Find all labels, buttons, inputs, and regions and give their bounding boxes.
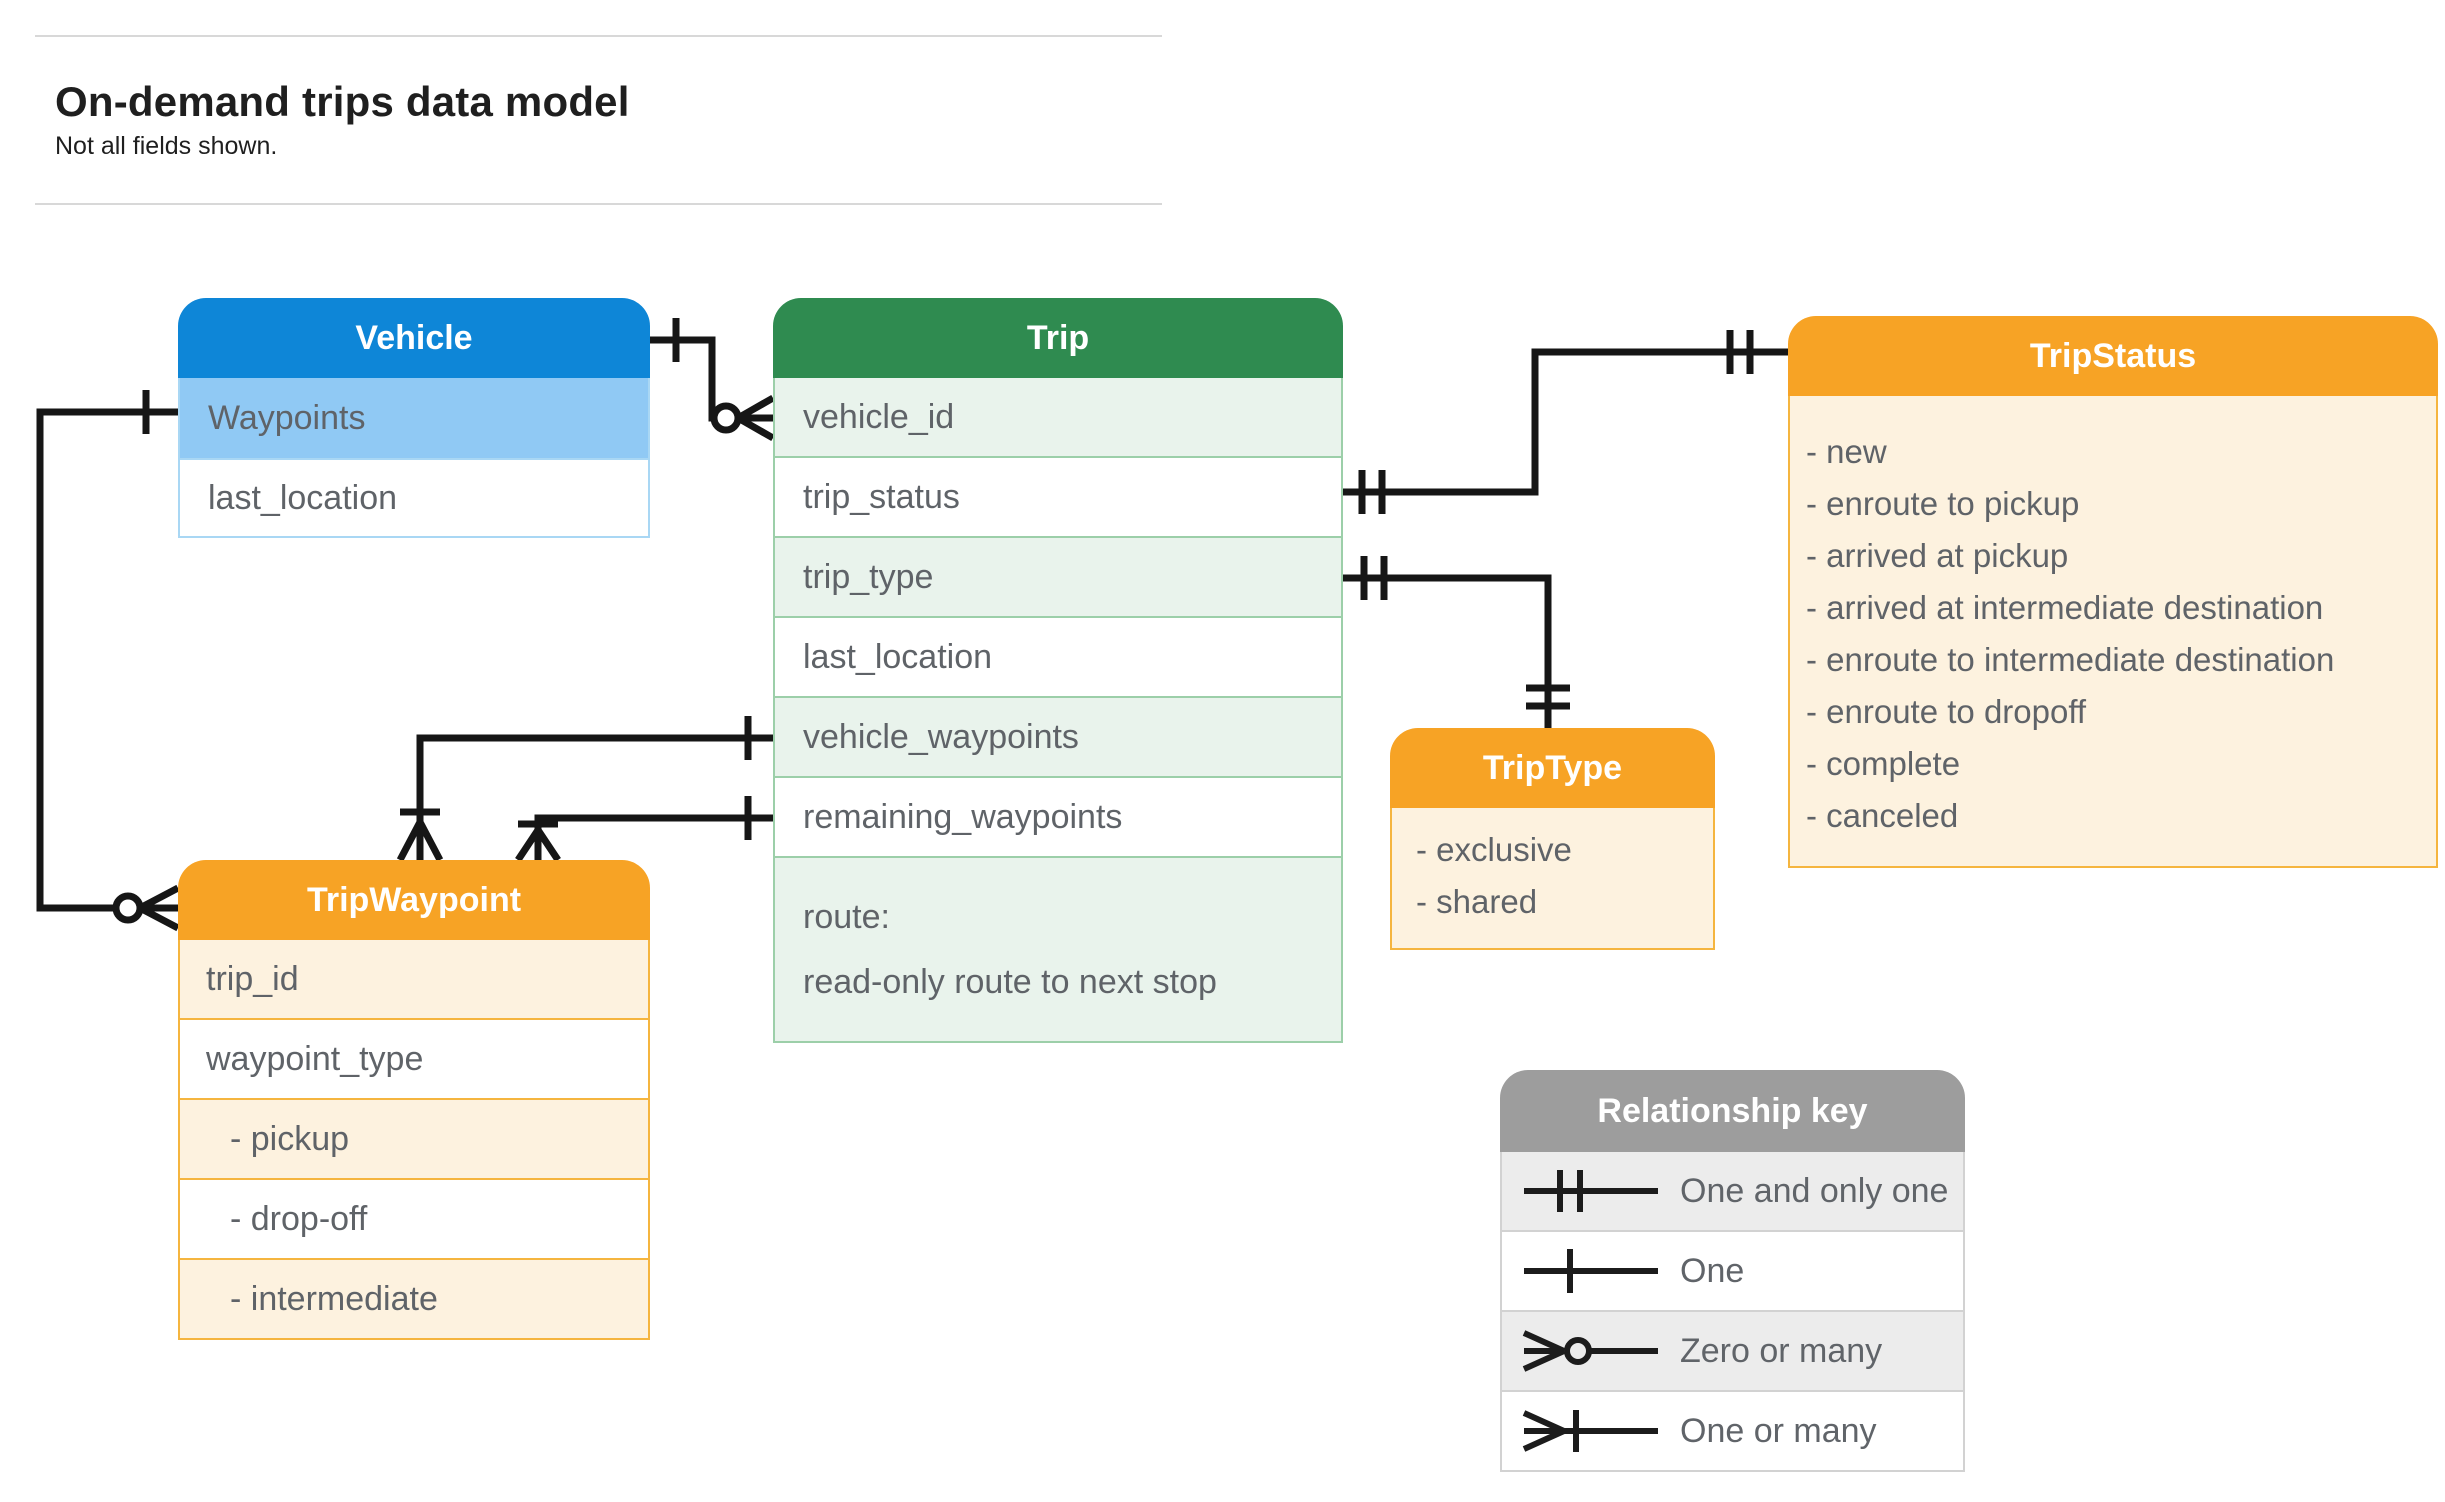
bottom-divider bbox=[35, 203, 1162, 205]
entity-trip-header: Trip bbox=[773, 298, 1343, 378]
entity-tripwaypoint-body: trip_id waypoint_type - pickup - drop-of… bbox=[178, 940, 650, 1340]
field-trip-status: trip_status bbox=[775, 456, 1341, 536]
legend-row-one-or-many: One or many bbox=[1502, 1390, 1963, 1470]
entity-tripstatus: TripStatus - new - enroute to pickup - a… bbox=[1788, 316, 2438, 868]
enum-value-intermediate: - intermediate bbox=[180, 1258, 648, 1338]
one-icon bbox=[1524, 1249, 1658, 1293]
entity-tripwaypoint-header: TripWaypoint bbox=[178, 860, 650, 940]
field-remaining-waypoints: remaining_waypoints bbox=[775, 776, 1341, 856]
enum-value: - new bbox=[1806, 433, 1887, 470]
page-title: On-demand trips data model bbox=[55, 78, 630, 125]
legend-row-one: One bbox=[1502, 1230, 1963, 1310]
enum-value: - arrived at pickup bbox=[1806, 537, 2069, 574]
one-and-only-one-tick-icon bbox=[1526, 684, 1570, 710]
connector-trip-vehicle-waypoints bbox=[396, 716, 773, 862]
legend-label: One and only one bbox=[1680, 1171, 1949, 1210]
entity-triptype-header: TripType bbox=[1390, 728, 1715, 808]
connector-vehicle-trip bbox=[650, 318, 775, 442]
entity-tripwaypoint: TripWaypoint trip_id waypoint_type - pic… bbox=[178, 860, 650, 1340]
enum-value-dropoff: - drop-off bbox=[180, 1178, 648, 1258]
legend-row-one-and-only-one: One and only one bbox=[1502, 1152, 1963, 1230]
field-route: route: read-only route to next stop bbox=[775, 856, 1341, 1041]
entity-title: TripWaypoint bbox=[306, 880, 522, 919]
crow-foot-icon bbox=[396, 820, 444, 862]
legend-row-zero-or-many: Zero or many bbox=[1502, 1310, 1963, 1390]
one-or-many-icon bbox=[1522, 1410, 1658, 1452]
crow-foot-icon bbox=[515, 828, 561, 862]
entity-trip-body: vehicle_id trip_status trip_type last_lo… bbox=[773, 378, 1343, 1043]
relationship-key-header: Relationship key bbox=[1500, 1070, 1965, 1152]
enum-value: - exclusive bbox=[1416, 831, 1572, 868]
enum-value: - enroute to intermediate destination bbox=[1806, 641, 2335, 678]
entity-triptype: TripType - exclusive - shared bbox=[1390, 728, 1715, 950]
enum-value: - complete bbox=[1806, 745, 1961, 782]
legend-label: One or many bbox=[1680, 1411, 1877, 1450]
connector-vehicle-tripwaypoint bbox=[36, 390, 180, 932]
relationship-key-body: One and only one One Zero or many bbox=[1500, 1152, 1965, 1472]
enum-value: - canceled bbox=[1806, 797, 1959, 834]
field-waypoints: Waypoints bbox=[180, 378, 648, 458]
connector-trip-triptype bbox=[1343, 556, 1570, 728]
entity-trip: Trip vehicle_id trip_status trip_type la… bbox=[773, 298, 1343, 1043]
field-vehicle-id: vehicle_id bbox=[775, 378, 1341, 456]
connector-trip-remaining-waypoints bbox=[515, 796, 773, 862]
one-and-only-one-tick-icon bbox=[1360, 556, 1388, 600]
entity-vehicle-body: Waypoints last_location bbox=[178, 378, 650, 538]
enum-value: - arrived at intermediate destination bbox=[1806, 589, 2324, 626]
zero-circle-icon bbox=[710, 402, 742, 434]
crow-foot-icon bbox=[736, 394, 775, 442]
route-description: read-only route to next stop bbox=[803, 962, 1217, 1001]
one-and-only-one-icon bbox=[1524, 1170, 1658, 1212]
field-last-location: last_location bbox=[180, 458, 648, 536]
top-divider bbox=[35, 35, 1162, 37]
entity-title: TripStatus bbox=[2029, 336, 2197, 375]
entity-title: TripType bbox=[1482, 748, 1623, 787]
field-trip-type: trip_type bbox=[775, 536, 1341, 616]
legend-label: Zero or many bbox=[1680, 1331, 1883, 1370]
field-last-location: last_location bbox=[775, 616, 1341, 696]
connector-trip-tripstatus bbox=[1343, 330, 1788, 514]
route-label: route: bbox=[803, 897, 890, 936]
crow-foot-icon bbox=[138, 884, 180, 932]
enum-value: - enroute to dropoff bbox=[1806, 693, 2087, 730]
zero-circle-icon bbox=[112, 892, 144, 924]
field-waypoint-type: waypoint_type bbox=[180, 1018, 648, 1098]
page-subtitle: Not all fields shown. bbox=[55, 132, 278, 160]
entity-title: Vehicle bbox=[355, 318, 473, 357]
relationship-key-title: Relationship key bbox=[1597, 1091, 1868, 1130]
entity-vehicle-header: Vehicle bbox=[178, 298, 650, 378]
one-and-only-one-tick-icon bbox=[1358, 470, 1386, 514]
zero-or-many-icon bbox=[1522, 1330, 1658, 1372]
entity-triptype-body: - exclusive - shared bbox=[1390, 808, 1715, 950]
one-and-only-one-tick-icon bbox=[1726, 330, 1754, 374]
entity-title: Trip bbox=[1026, 318, 1090, 357]
relationship-key: Relationship key One and only one One bbox=[1500, 1070, 1965, 1472]
field-vehicle-waypoints: vehicle_waypoints bbox=[775, 696, 1341, 776]
entity-tripstatus-body: - new - enroute to pickup - arrived at p… bbox=[1788, 396, 2438, 868]
entity-vehicle: Vehicle Waypoints last_location bbox=[178, 298, 650, 538]
enum-value: - shared bbox=[1416, 883, 1538, 920]
field-trip-id: trip_id bbox=[180, 940, 648, 1018]
enum-value: - enroute to pickup bbox=[1806, 485, 2080, 522]
entity-tripstatus-header: TripStatus bbox=[1788, 316, 2438, 396]
enum-value-pickup: - pickup bbox=[180, 1098, 648, 1178]
legend-label: One bbox=[1680, 1251, 1745, 1290]
